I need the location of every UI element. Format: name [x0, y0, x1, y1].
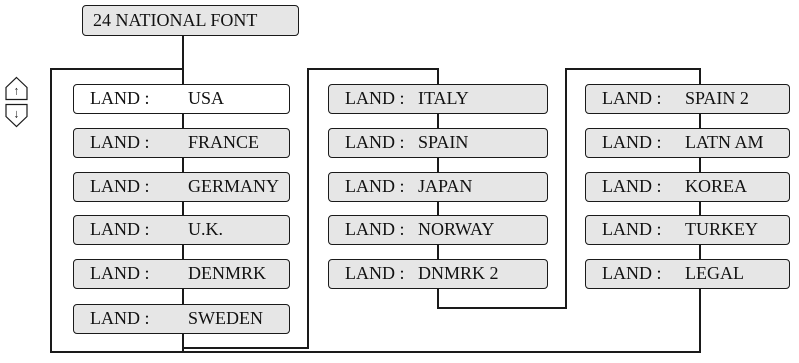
title-text: 24 NATIONAL FONT	[93, 10, 258, 30]
land-label: LAND :	[90, 219, 150, 239]
land-option-spain-2[interactable]: LAND : SPAIN 2	[585, 84, 790, 114]
land-label: LAND :	[345, 132, 405, 152]
land-label: LAND :	[602, 263, 662, 283]
land-option-korea[interactable]: LAND : KOREA	[585, 172, 790, 202]
land-value: TURKEY	[685, 219, 758, 239]
land-option-dnmrk-2[interactable]: LAND : DNMRK 2	[328, 259, 548, 289]
land-option-sweden[interactable]: LAND : SWEDEN	[73, 304, 290, 334]
land-label: LAND :	[602, 88, 662, 108]
land-option-u-k-[interactable]: LAND : U.K.	[73, 215, 290, 245]
land-value: JAPAN	[418, 176, 473, 196]
down-arrow-glyph: ↓	[14, 107, 20, 121]
up-arrow-glyph: ↑	[14, 84, 20, 98]
up-arrow-key-icon[interactable]: ↑	[4, 76, 29, 101]
down-arrow-key-icon[interactable]: ↓	[4, 103, 29, 128]
land-option-germany[interactable]: LAND : GERMANY	[73, 172, 290, 202]
connector-col1-to-col2	[182, 68, 439, 349]
land-value: LATN AM	[685, 132, 764, 152]
land-label: LAND :	[90, 308, 150, 328]
land-label: LAND :	[345, 263, 405, 283]
land-value: USA	[188, 88, 225, 108]
land-option-usa[interactable]: LAND : USA	[73, 84, 290, 114]
land-label: LAND :	[602, 176, 662, 196]
national-font-title-box: 24 NATIONAL FONT	[82, 5, 299, 36]
land-label: LAND :	[90, 132, 150, 152]
land-value: ITALY	[418, 88, 469, 108]
land-value: NORWAY	[418, 219, 495, 239]
land-label: LAND :	[345, 176, 405, 196]
land-label: LAND :	[90, 88, 150, 108]
land-value: DENMRK	[188, 263, 267, 283]
land-value: LEGAL	[685, 263, 744, 283]
land-value: SPAIN	[418, 132, 469, 152]
land-option-latn-am[interactable]: LAND : LATN AM	[585, 128, 790, 158]
land-option-spain[interactable]: LAND : SPAIN	[328, 128, 548, 158]
land-option-france[interactable]: LAND : FRANCE	[73, 128, 290, 158]
land-value: SWEDEN	[188, 308, 263, 328]
land-label: LAND :	[90, 263, 150, 283]
land-option-denmrk[interactable]: LAND : DENMRK	[73, 259, 290, 289]
land-option-turkey[interactable]: LAND : TURKEY	[585, 215, 790, 245]
land-option-italy[interactable]: LAND : ITALY	[328, 84, 548, 114]
connector-col2-to-col3	[437, 68, 701, 309]
land-value: KOREA	[685, 176, 747, 196]
land-value: GERMANY	[188, 176, 280, 196]
land-label: LAND :	[90, 176, 150, 196]
connector-title-to-loop	[50, 36, 701, 353]
land-label: LAND :	[345, 88, 405, 108]
land-option-legal[interactable]: LAND : LEGAL	[585, 259, 790, 289]
land-label: LAND :	[345, 219, 405, 239]
land-option-japan[interactable]: LAND : JAPAN	[328, 172, 548, 202]
land-value: U.K.	[188, 219, 223, 239]
land-value: SPAIN 2	[685, 88, 749, 108]
land-option-norway[interactable]: LAND : NORWAY	[328, 215, 548, 245]
land-label: LAND :	[602, 219, 662, 239]
land-value: FRANCE	[188, 132, 260, 152]
land-value: DNMRK 2	[418, 263, 499, 283]
land-label: LAND :	[602, 132, 662, 152]
